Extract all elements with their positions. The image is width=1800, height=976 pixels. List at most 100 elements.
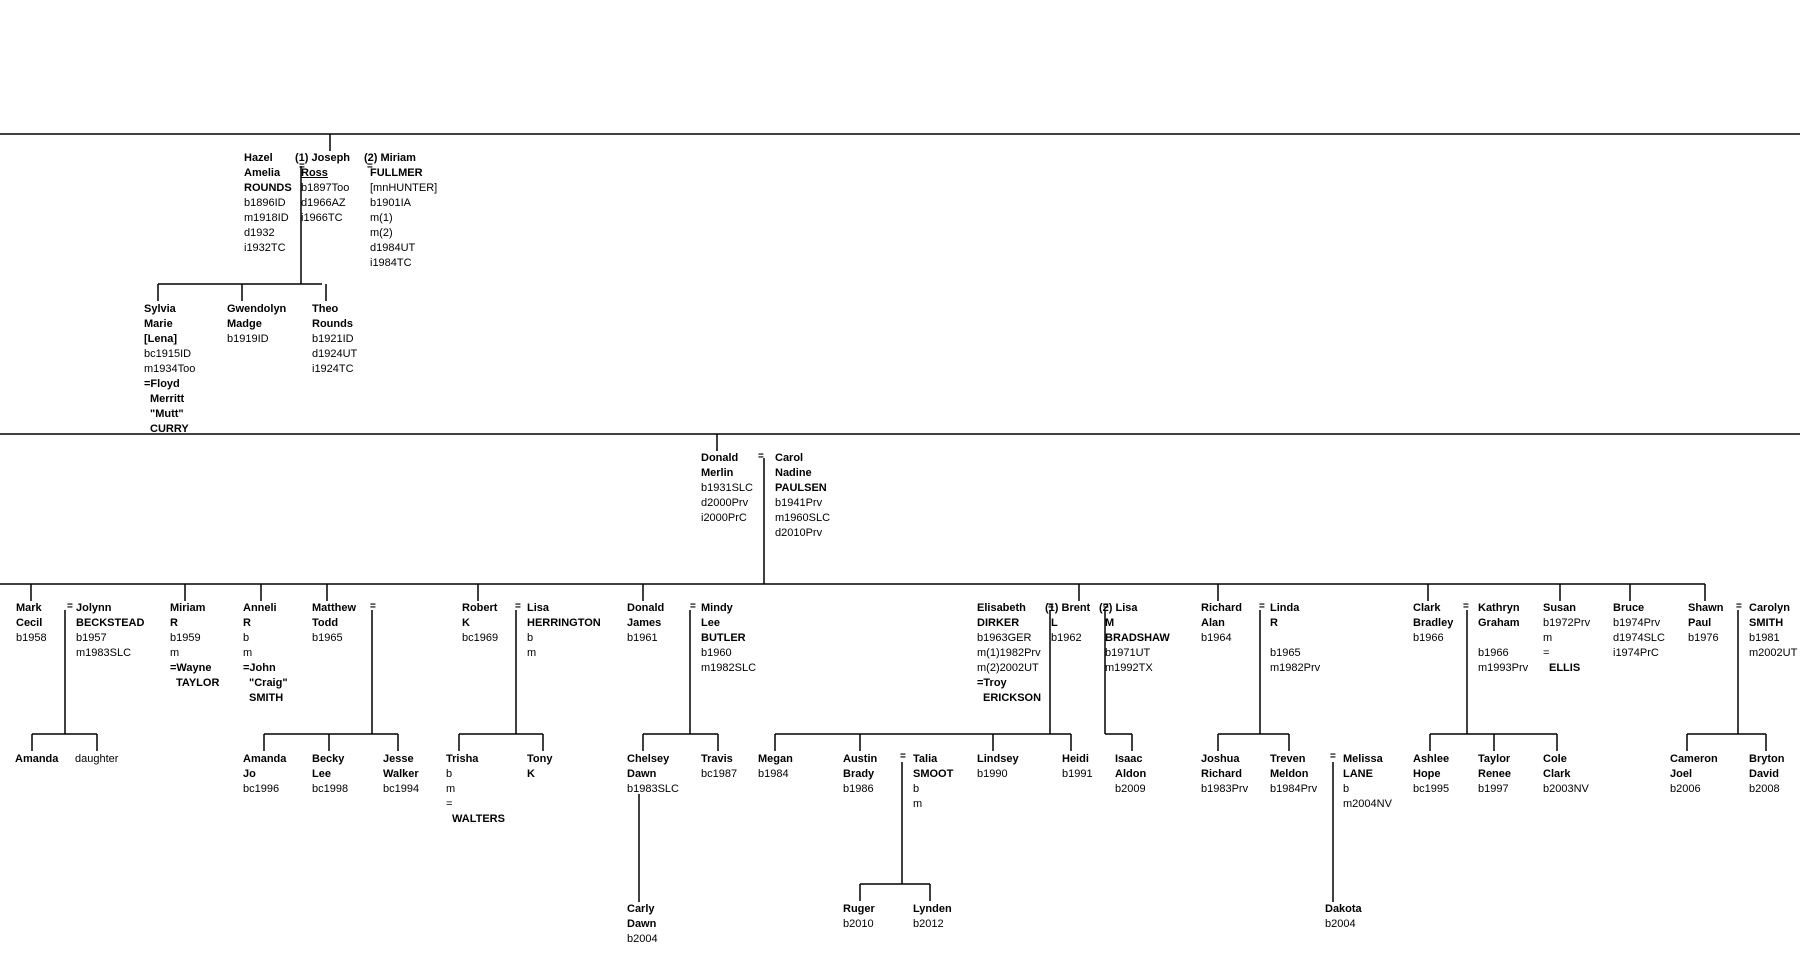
person-line: m1993Prv (1478, 662, 1529, 674)
person-line: LANE (1343, 768, 1373, 780)
person-line: Trisha (446, 753, 479, 765)
person-line: Treven (1270, 753, 1306, 765)
person-line: Ashlee (1413, 753, 1450, 765)
person-line: "Craig" (249, 677, 288, 689)
person-line: b (1343, 783, 1350, 795)
person-line: Miriam (170, 602, 206, 614)
person-line: FULLMER (370, 167, 423, 179)
person-line: SMOOT (913, 768, 954, 780)
person-line (1478, 631, 1528, 646)
person-line: m2002UT (1749, 647, 1798, 659)
marriage-symbol: = (67, 601, 73, 612)
person-line: R (1270, 617, 1278, 629)
marriage-symbol: = (367, 161, 373, 172)
person-line: b (446, 768, 453, 780)
person-line: m1960SLC (775, 512, 831, 524)
person-line: R (243, 617, 251, 629)
person-line: K (462, 617, 470, 629)
person-line: Madge (227, 318, 262, 330)
person-line: b1966 (1413, 632, 1444, 644)
person-line: i1924TC (312, 363, 354, 375)
person-line: Merlin (701, 467, 734, 479)
person-line: Isaac (1115, 753, 1143, 765)
person-line: b1991 (1062, 768, 1093, 780)
person-line: Bruce (1613, 602, 1645, 614)
person-line: b1972Prv (1543, 617, 1591, 629)
person-line: James (627, 617, 662, 629)
person-line: Joel (1670, 768, 1693, 780)
person-line: Donald (701, 452, 739, 464)
person-line: Amelia (244, 167, 281, 179)
person-line: Tony (527, 753, 553, 765)
person-line: b1990 (977, 768, 1008, 780)
person-line: BRADSHAW (1105, 632, 1170, 644)
marriage-symbol: = (900, 751, 906, 762)
person-line: Dawn (627, 768, 657, 780)
person-line: Jolynn (76, 602, 112, 614)
person-line: m (1543, 632, 1553, 644)
person-line: b1983Prv (1201, 783, 1249, 795)
marriage-symbol: = (1103, 601, 1109, 612)
person-line: ELLIS (1549, 662, 1581, 674)
person-line: Carol (775, 452, 804, 464)
person-line: i1984TC (370, 257, 412, 269)
person-line: b1896ID (244, 197, 286, 209)
person-line: b (527, 632, 534, 644)
person-line: b1965 (1270, 647, 1301, 659)
person-line: Ross (301, 167, 328, 179)
person-line: =Floyd (144, 378, 180, 390)
person-daughter: daughter (75, 752, 118, 767)
person-line: Carly (627, 903, 655, 915)
person-line: Susan (1543, 602, 1577, 614)
person-line: b1981 (1749, 632, 1780, 644)
person-line: Jo (243, 768, 256, 780)
person-line: Paul (1688, 617, 1712, 629)
marriage-symbol: = (515, 601, 521, 612)
person-line: m(2)2002UT (977, 662, 1039, 674)
person-line: Melissa (1343, 753, 1383, 765)
person-line: b1961 (627, 632, 658, 644)
person-line: d2000Prv (701, 497, 749, 509)
person-line: Donald (627, 602, 665, 614)
person-line: Dakota (1325, 903, 1362, 915)
marriage-symbol: = (1330, 751, 1336, 762)
person-line: bc1995 (1413, 783, 1450, 795)
person-line: Bryton (1749, 753, 1785, 765)
person-line: Austin (843, 753, 878, 765)
person-line: Heidi (1062, 753, 1089, 765)
person-line: b1919ID (227, 333, 269, 345)
person-line: b1984Prv (1270, 783, 1318, 795)
person-line: Richard (1201, 602, 1242, 614)
person-line: bc1994 (383, 783, 420, 795)
person-line: Megan (758, 753, 793, 765)
person-line: Todd (312, 617, 339, 629)
person-line: Jesse (383, 753, 414, 765)
person-line: d2010Prv (775, 527, 823, 539)
person-line: Bradley (1413, 617, 1454, 629)
person-line: b1963GER (977, 632, 1032, 644)
person-line: i1974PrC (1613, 647, 1659, 659)
person-line: [Lena] (144, 333, 177, 345)
